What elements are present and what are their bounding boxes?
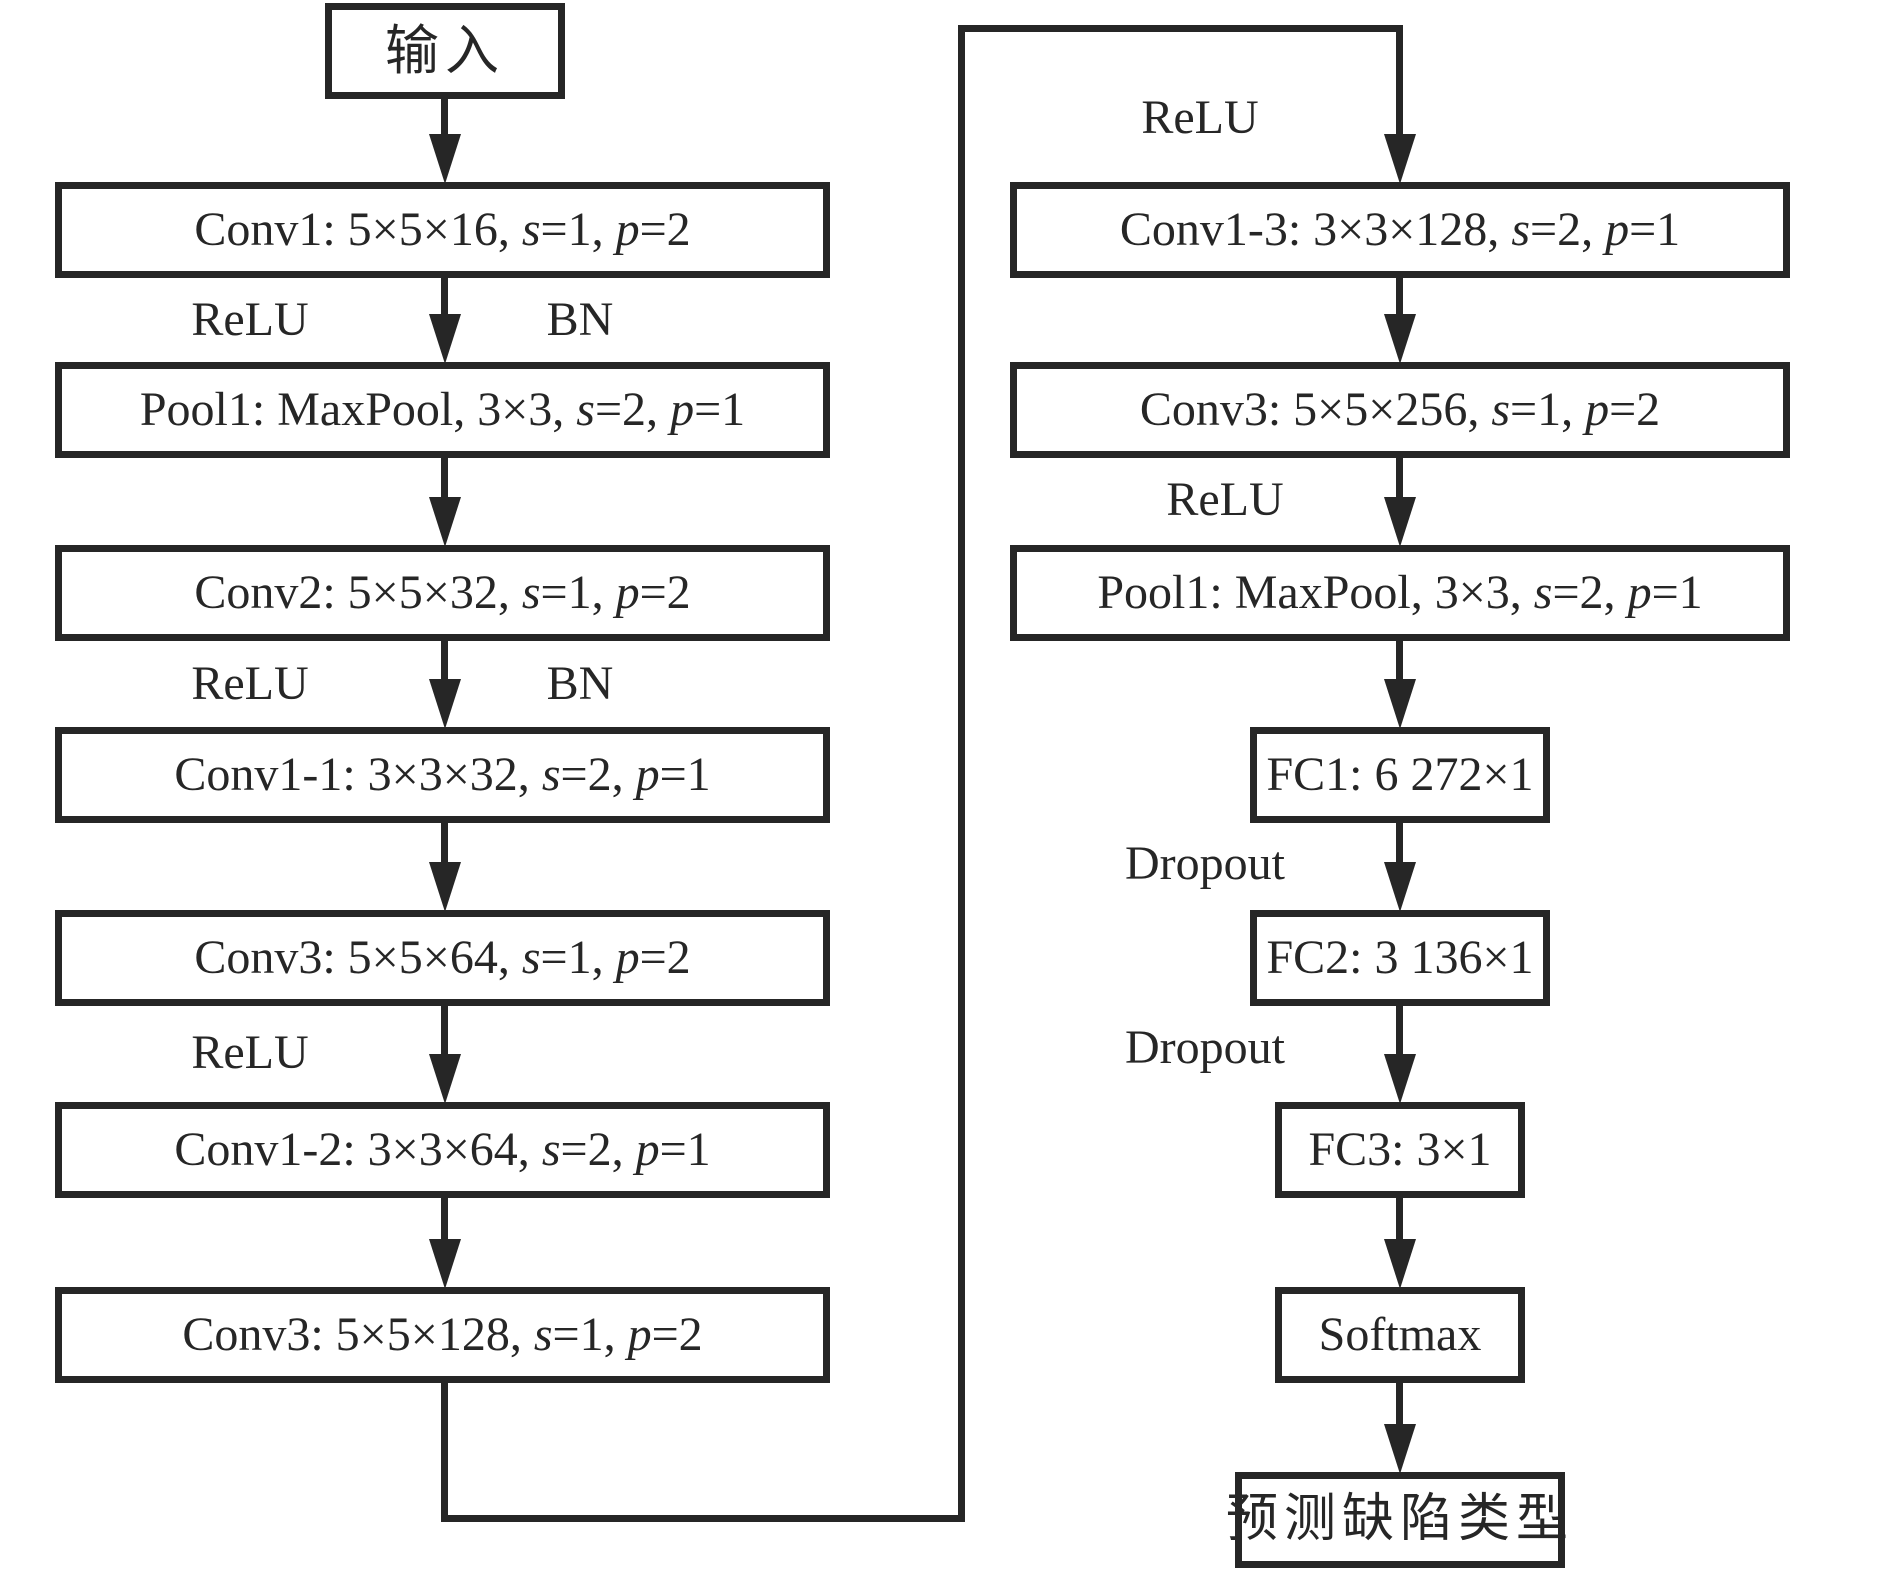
arrowhead-icon (1384, 314, 1416, 364)
node-conv1: Conv1: 5×5×16, s=1, p=2 (55, 182, 830, 278)
arrow-shaft (441, 99, 448, 139)
arrowhead-icon (1384, 1054, 1416, 1104)
node-output-label: 预测缺陷类型 (1226, 1491, 1575, 1548)
node-conv3-128-label: Conv3: 5×5×128, s=1, p=2 (182, 1308, 703, 1361)
label-relu-3: ReLU (191, 1026, 309, 1079)
node-conv2: Conv2: 5×5×32, s=1, p=2 (55, 545, 830, 641)
arrowhead-icon (429, 314, 461, 364)
arrowhead-icon (429, 1054, 461, 1104)
label-bn-2: BN (546, 657, 614, 710)
arrow-shaft (441, 641, 448, 684)
label-dropout-1: Dropout (1125, 837, 1285, 890)
arrow-shaft (1396, 1383, 1403, 1429)
arrowhead-icon (1384, 1424, 1416, 1474)
arrowhead-icon (429, 679, 461, 729)
node-fc2: FC2: 3 136×1 (1250, 910, 1550, 1006)
label-bn-1: BN (546, 293, 614, 346)
node-fc3-label: FC3: 3×1 (1308, 1123, 1492, 1176)
arrow-shaft (1396, 641, 1403, 684)
arrow-shaft (1396, 1198, 1403, 1244)
arrow-shaft (441, 1006, 448, 1059)
label-relu-1: ReLU (191, 293, 309, 346)
node-softmax: Softmax (1275, 1287, 1525, 1383)
arrowhead-icon (429, 134, 461, 184)
node-fc2-label: FC2: 3 136×1 (1266, 931, 1534, 984)
arrowhead-icon (429, 862, 461, 912)
node-conv3-256-label: Conv3: 5×5×256, s=1, p=2 (1139, 383, 1661, 436)
node-conv1-3: Conv1-3: 3×3×128, s=2, p=1 (1010, 182, 1790, 278)
arrow-shaft (1396, 278, 1403, 319)
node-conv1-1-label: Conv1-1: 3×3×32, s=2, p=1 (174, 748, 711, 801)
node-conv3-128: Conv3: 5×5×128, s=1, p=2 (55, 1287, 830, 1383)
skip-connector-down-segment (441, 1383, 448, 1522)
node-pool1-right-label: Pool1: MaxPool, 3×3, s=2, p=1 (1097, 566, 1703, 619)
label-relu-right: ReLU (1166, 473, 1284, 526)
node-conv2-label: Conv2: 5×5×32, s=1, p=2 (194, 566, 691, 619)
node-conv3-64: Conv3: 5×5×64, s=1, p=2 (55, 910, 830, 1006)
node-fc1-label: FC1: 6 272×1 (1266, 748, 1534, 801)
arrow-shaft (1396, 458, 1403, 502)
arrowhead-icon (1384, 497, 1416, 547)
arrowhead-icon (1384, 1239, 1416, 1289)
node-conv3-256: Conv3: 5×5×256, s=1, p=2 (1010, 362, 1790, 458)
arrow-shaft (1396, 823, 1403, 867)
node-input: 输入 (325, 3, 565, 99)
skip-connector-up-segment (958, 25, 965, 1522)
arrowhead-icon (429, 1239, 461, 1289)
node-output: 预测缺陷类型 (1226, 1472, 1568, 1568)
arrowhead-icon (1384, 679, 1416, 729)
arrow-shaft (441, 458, 448, 502)
node-fc1: FC1: 6 272×1 (1250, 727, 1550, 823)
arrow-shaft (441, 278, 448, 319)
arrow-shaft (441, 1198, 448, 1244)
label-relu-2: ReLU (191, 657, 309, 710)
skip-connector-bottom-segment (441, 1515, 965, 1522)
node-fc3: FC3: 3×1 (1275, 1102, 1525, 1198)
arrowhead-icon (1384, 862, 1416, 912)
node-conv3-64-label: Conv3: 5×5×64, s=1, p=2 (194, 931, 691, 984)
arrow-shaft (441, 823, 448, 867)
node-pool1-left-label: Pool1: MaxPool, 3×3, s=2, p=1 (139, 383, 746, 436)
skip-connector-top-segment (958, 25, 1403, 32)
skip-connector-arrow-shaft (1396, 25, 1403, 139)
node-conv1-3-label: Conv1-3: 3×3×128, s=2, p=1 (1119, 203, 1681, 256)
arrowhead-icon (1384, 134, 1416, 184)
node-conv1-1: Conv1-1: 3×3×32, s=2, p=1 (55, 727, 830, 823)
node-input-label: 输入 (385, 21, 505, 81)
node-conv1-label: Conv1: 5×5×16, s=1, p=2 (194, 203, 691, 256)
node-softmax-label: Softmax (1318, 1308, 1482, 1361)
label-dropout-2: Dropout (1125, 1021, 1285, 1074)
label-relu-skip: ReLU (1141, 91, 1259, 144)
node-pool1-right: Pool1: MaxPool, 3×3, s=2, p=1 (1010, 545, 1790, 641)
node-conv1-2-label: Conv1-2: 3×3×64, s=2, p=1 (174, 1123, 711, 1176)
node-pool1-left: Pool1: MaxPool, 3×3, s=2, p=1 (55, 362, 830, 458)
node-conv1-2: Conv1-2: 3×3×64, s=2, p=1 (55, 1102, 830, 1198)
arrow-shaft (1396, 1006, 1403, 1059)
arrowhead-icon (429, 497, 461, 547)
